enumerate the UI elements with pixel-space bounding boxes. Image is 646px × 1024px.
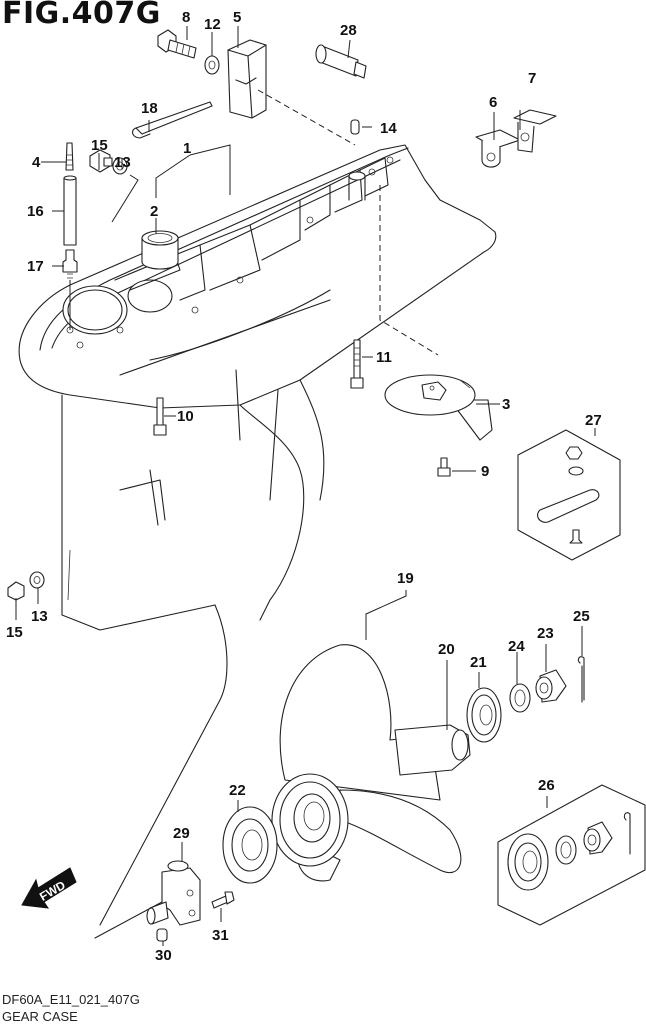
callout-19: 19: [397, 570, 414, 587]
prop-hardware-drawing: [466, 656, 585, 743]
cover-drawing: [227, 39, 356, 146]
propeller-drawing: [271, 644, 471, 882]
callout-31: 31: [212, 927, 229, 944]
callout-26: 26: [538, 777, 555, 794]
bolt-11-drawing: [350, 339, 364, 389]
callout-17: 17: [27, 258, 44, 275]
gear-case-drawing: [18, 144, 497, 926]
callout-6: 6: [489, 94, 497, 111]
anode-kit-drawing: [517, 429, 621, 561]
callout-30: 30: [155, 947, 172, 964]
section-name: GEAR CASE: [2, 1009, 78, 1024]
callout-4: 4: [32, 154, 41, 171]
callout-8: 8: [182, 9, 190, 26]
bolt-9-drawing: [437, 457, 451, 477]
clamp-drawing: [131, 101, 213, 139]
dowel-pin-drawing: [350, 119, 360, 135]
pickup-drawing: [94, 860, 235, 942]
callout-14: 14: [380, 120, 397, 137]
callout-15-top: 15: [91, 137, 108, 154]
callout-9: 9: [481, 463, 489, 480]
callout-22: 22: [229, 782, 246, 799]
grommet-drawing: [315, 44, 367, 79]
fitting-kit-drawing: [497, 784, 646, 926]
callout-13-top: 13: [114, 154, 131, 171]
callout-numbers: 8 12 5 28 7 6 18 14 15 13 1 4 2 16 17 11…: [6, 9, 602, 964]
callout-11: 11: [376, 349, 392, 366]
callout-23: 23: [537, 625, 554, 642]
forward-direction-arrow: FWD: [21, 867, 77, 909]
callout-18: 18: [141, 100, 158, 117]
figure-title: FIG.407G: [2, 0, 161, 31]
callout-10: 10: [177, 408, 194, 425]
bolt-washer-top-drawing: [157, 29, 220, 75]
callout-2: 2: [150, 203, 158, 220]
callout-28: 28: [340, 22, 357, 39]
callout-25: 25: [573, 608, 590, 625]
drain-plug-side-drawing: [7, 571, 45, 601]
stud-pipe-drawing: [62, 142, 78, 330]
callout-5: 5: [233, 9, 241, 26]
drawing-code: DF60A_E11_021_407G: [2, 992, 140, 1007]
callout-27: 27: [585, 412, 602, 429]
callout-1: 1: [183, 140, 191, 157]
callout-20: 20: [438, 641, 455, 658]
needle-bearing-drawing: [141, 230, 179, 270]
stopper-drawing: [222, 806, 278, 884]
callout-16: 16: [27, 203, 44, 220]
callout-12: 12: [204, 16, 221, 33]
trim-tab-anode-drawing: [384, 374, 493, 441]
callout-15-side: 15: [6, 624, 23, 641]
drain-plug-top-drawing: [89, 149, 128, 175]
callout-3: 3: [502, 396, 510, 413]
callout-24: 24: [508, 638, 525, 655]
callout-21: 21: [470, 654, 487, 671]
brackets-drawing: [475, 109, 557, 168]
bolt-10-drawing: [153, 397, 167, 436]
callout-7: 7: [528, 70, 536, 87]
callout-29: 29: [173, 825, 190, 842]
leader-lines: [15, 26, 596, 946]
callout-13-side: 13: [31, 608, 48, 625]
